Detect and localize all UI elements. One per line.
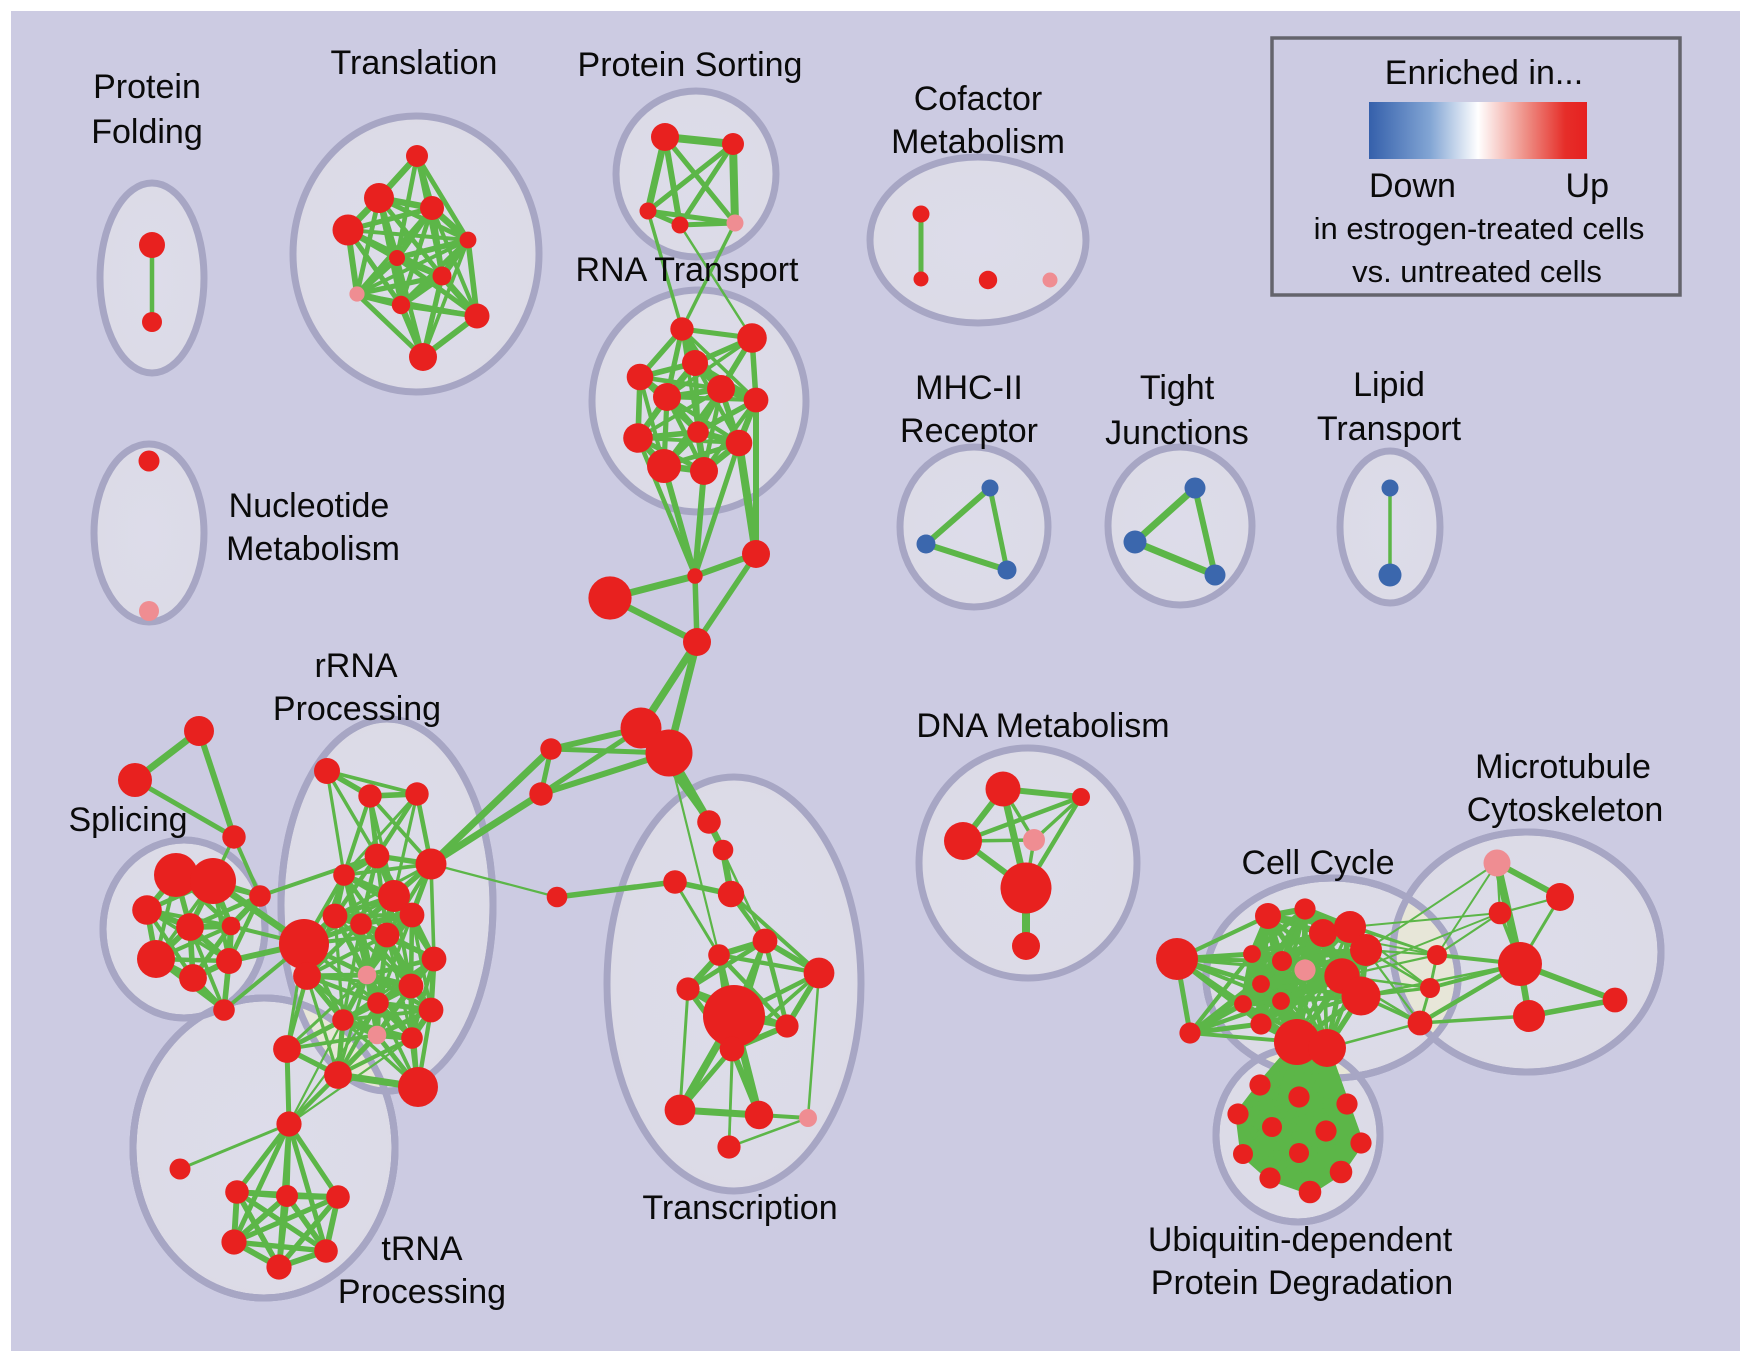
svg-text:Protein Sorting: Protein Sorting	[578, 46, 803, 84]
svg-text:Protein Degradation: Protein Degradation	[1151, 1264, 1453, 1302]
svg-text:Lipid: Lipid	[1353, 366, 1425, 404]
svg-text:RNA Transport: RNA Transport	[576, 251, 800, 289]
svg-text:Cofactor: Cofactor	[914, 80, 1043, 118]
svg-text:Splicing: Splicing	[68, 801, 187, 839]
svg-text:Enriched in...: Enriched in...	[1385, 54, 1583, 92]
svg-text:Junctions: Junctions	[1105, 414, 1249, 452]
svg-text:in estrogen-treated cells: in estrogen-treated cells	[1314, 211, 1645, 246]
svg-text:Transcription: Transcription	[642, 1189, 837, 1227]
svg-text:rRNA: rRNA	[314, 647, 397, 685]
svg-text:tRNA: tRNA	[381, 1230, 463, 1268]
svg-text:vs. untreated cells: vs. untreated cells	[1352, 254, 1602, 289]
svg-text:Up: Up	[1566, 167, 1609, 205]
svg-text:Receptor: Receptor	[900, 412, 1038, 450]
svg-text:Metabolism: Metabolism	[226, 530, 400, 568]
svg-text:Ubiquitin-dependent: Ubiquitin-dependent	[1148, 1221, 1453, 1259]
svg-text:MHC-II: MHC-II	[915, 369, 1023, 407]
svg-text:Translation: Translation	[331, 44, 498, 82]
svg-text:Down: Down	[1369, 167, 1456, 205]
svg-text:Tight: Tight	[1140, 369, 1215, 407]
svg-text:Metabolism: Metabolism	[891, 123, 1065, 161]
svg-text:Nucleotide: Nucleotide	[229, 487, 390, 525]
svg-text:Transport: Transport	[1317, 410, 1462, 448]
svg-text:Cytoskeleton: Cytoskeleton	[1467, 791, 1664, 829]
svg-text:Cell Cycle: Cell Cycle	[1241, 844, 1394, 882]
svg-text:Processing: Processing	[338, 1273, 506, 1311]
svg-text:Protein: Protein	[93, 68, 201, 106]
svg-text:DNA Metabolism: DNA Metabolism	[916, 707, 1169, 745]
svg-text:Processing: Processing	[273, 690, 441, 728]
svg-text:Microtubule: Microtubule	[1475, 748, 1651, 786]
svg-text:Folding: Folding	[91, 113, 203, 151]
